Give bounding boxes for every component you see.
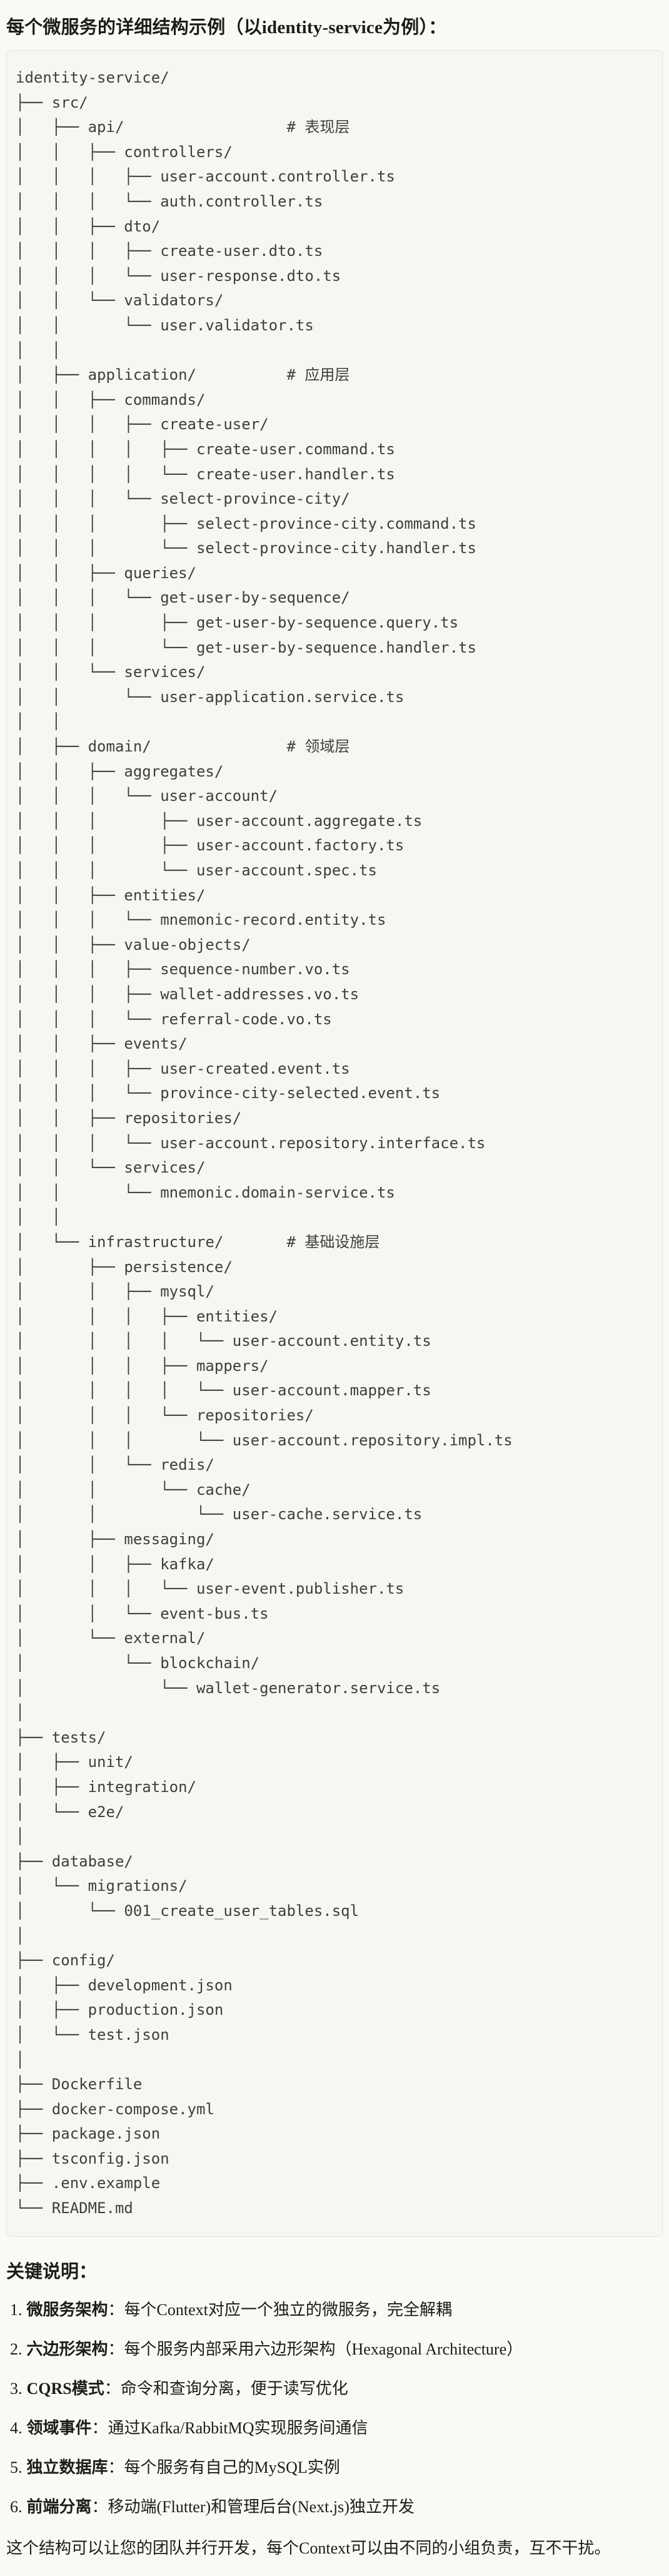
note-term: 领域事件 [26,2418,92,2437]
note-item: 6.前端分离：移动端(Flutter)和管理后台(Next.js)独立开发 [10,2495,663,2519]
note-term: 微服务架构 [26,2300,108,2319]
note-desc: ：通过Kafka/RabbitMQ实现服务间通信 [91,2418,368,2437]
note-item: 4.领域事件：通过Kafka/RabbitMQ实现服务间通信 [10,2416,663,2440]
note-term: CQRS模式 [26,2379,104,2398]
closing-paragraph: 这个结构可以让您的团队并行开发，每个Context可以由不同的小组负责，互不干扰… [6,2538,611,2557]
directory-tree: identity-service/ ├── src/ │ ├── api/ # … [16,69,513,2217]
page-title: 每个微服务的详细结构示例（以identity-service为例）： [6,18,447,38]
notes-heading: 关键说明： [6,2261,98,2282]
note-number: 4. [10,2418,23,2437]
note-term: 独立数据库 [26,2458,108,2477]
note-desc: ：每个服务有自己的MySQL实例 [108,2458,340,2477]
note-desc: ：每个Context对应一个独立的微服务，完全解耦 [108,2300,452,2319]
note-term: 前端分离 [26,2497,92,2516]
note-desc: ：每个服务内部采用六边形架构（Hexagonal Architecture） [108,2339,523,2358]
code-block: identity-service/ ├── src/ │ ├── api/ # … [6,50,663,2237]
note-item: 5.独立数据库：每个服务有自己的MySQL实例 [10,2456,663,2480]
note-item: 3.CQRS模式：命令和查询分离，便于读写优化 [10,2377,663,2401]
note-number: 5. [10,2458,23,2477]
note-item: 2.六边形架构：每个服务内部采用六边形架构（Hexagonal Architec… [10,2338,663,2361]
note-number: 3. [10,2379,23,2398]
note-item: 1.微服务架构：每个Context对应一个独立的微服务，完全解耦 [10,2298,663,2322]
note-term: 六边形架构 [26,2339,108,2358]
note-number: 6. [10,2497,23,2516]
note-desc: ：命令和查询分离，便于读写优化 [104,2379,348,2398]
note-number: 2. [10,2339,23,2358]
note-number: 1. [10,2300,23,2319]
notes-list: 1.微服务架构：每个Context对应一个独立的微服务，完全解耦 2.六边形架构… [6,2298,663,2519]
note-desc: ：移动端(Flutter)和管理后台(Next.js)独立开发 [91,2497,415,2516]
